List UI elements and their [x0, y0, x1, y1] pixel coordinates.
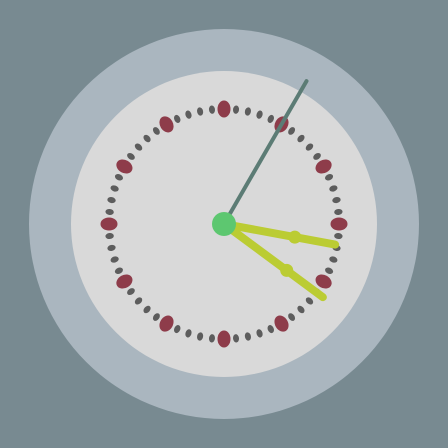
- minute-tick: [110, 256, 119, 263]
- minute-tick: [143, 134, 151, 143]
- minute-tick: [105, 208, 114, 215]
- minute-tick: [197, 332, 204, 341]
- minute-tick: [127, 288, 135, 296]
- minute-tick: [325, 267, 334, 274]
- minute-tick: [244, 332, 251, 341]
- minute-tick: [152, 127, 160, 135]
- minute-tick: [288, 313, 296, 321]
- hour-marker: [217, 330, 231, 348]
- center-pin: [212, 212, 236, 236]
- minute-tick: [143, 305, 151, 314]
- minute-tick: [208, 334, 215, 343]
- minute-tick: [334, 233, 343, 240]
- minute-tick: [325, 174, 334, 181]
- minute-tick: [185, 329, 192, 338]
- minute-tick: [329, 185, 338, 192]
- minute-tick: [256, 329, 263, 338]
- minute-ticks: [105, 105, 343, 343]
- second-hand: [222, 79, 309, 226]
- minute-tick: [288, 127, 296, 135]
- minute-tick: [297, 305, 305, 314]
- minute-tick: [152, 313, 160, 321]
- minute-tick: [244, 107, 251, 116]
- minute-tick: [256, 110, 263, 119]
- minute-tick: [127, 152, 135, 160]
- hour-marker: [315, 274, 332, 289]
- minute-tick: [114, 174, 123, 181]
- minute-tick: [208, 105, 215, 114]
- minute-tick: [134, 297, 143, 305]
- minute-tick: [105, 233, 114, 240]
- minute-tick: [332, 197, 341, 204]
- hour-marker: [116, 159, 133, 174]
- minute-tick: [114, 267, 123, 274]
- hour-marker: [159, 116, 174, 133]
- minute-tick: [185, 110, 192, 119]
- minute-tick: [305, 143, 314, 151]
- hour-hand: [220, 220, 340, 249]
- minute-tick: [329, 256, 338, 263]
- minute-tick: [305, 297, 314, 305]
- hour-marker: [330, 217, 348, 231]
- minute-tick: [107, 197, 116, 204]
- minute-tick: [267, 114, 274, 123]
- minute-tick: [174, 325, 181, 334]
- minute-tick: [313, 152, 321, 160]
- clock-hands: [220, 79, 340, 302]
- minute-tick: [110, 185, 119, 192]
- minute-tick: [233, 105, 240, 114]
- hour-marker: [315, 159, 332, 174]
- hour-marker: [159, 315, 174, 332]
- minute-tick: [233, 334, 240, 343]
- minute-tick: [334, 208, 343, 215]
- hour-marker: [217, 100, 231, 118]
- hour-marker: [100, 217, 118, 231]
- minute-hand: [220, 220, 327, 302]
- minute-tick: [107, 244, 116, 251]
- minute-tick: [267, 325, 274, 334]
- minute-tick: [297, 134, 305, 143]
- minute-tick: [197, 107, 204, 116]
- hour-markers: [100, 100, 348, 348]
- minute-tick: [174, 114, 181, 123]
- minute-tick: [134, 143, 143, 151]
- hour-marker: [116, 274, 133, 289]
- hour-marker: [274, 315, 289, 332]
